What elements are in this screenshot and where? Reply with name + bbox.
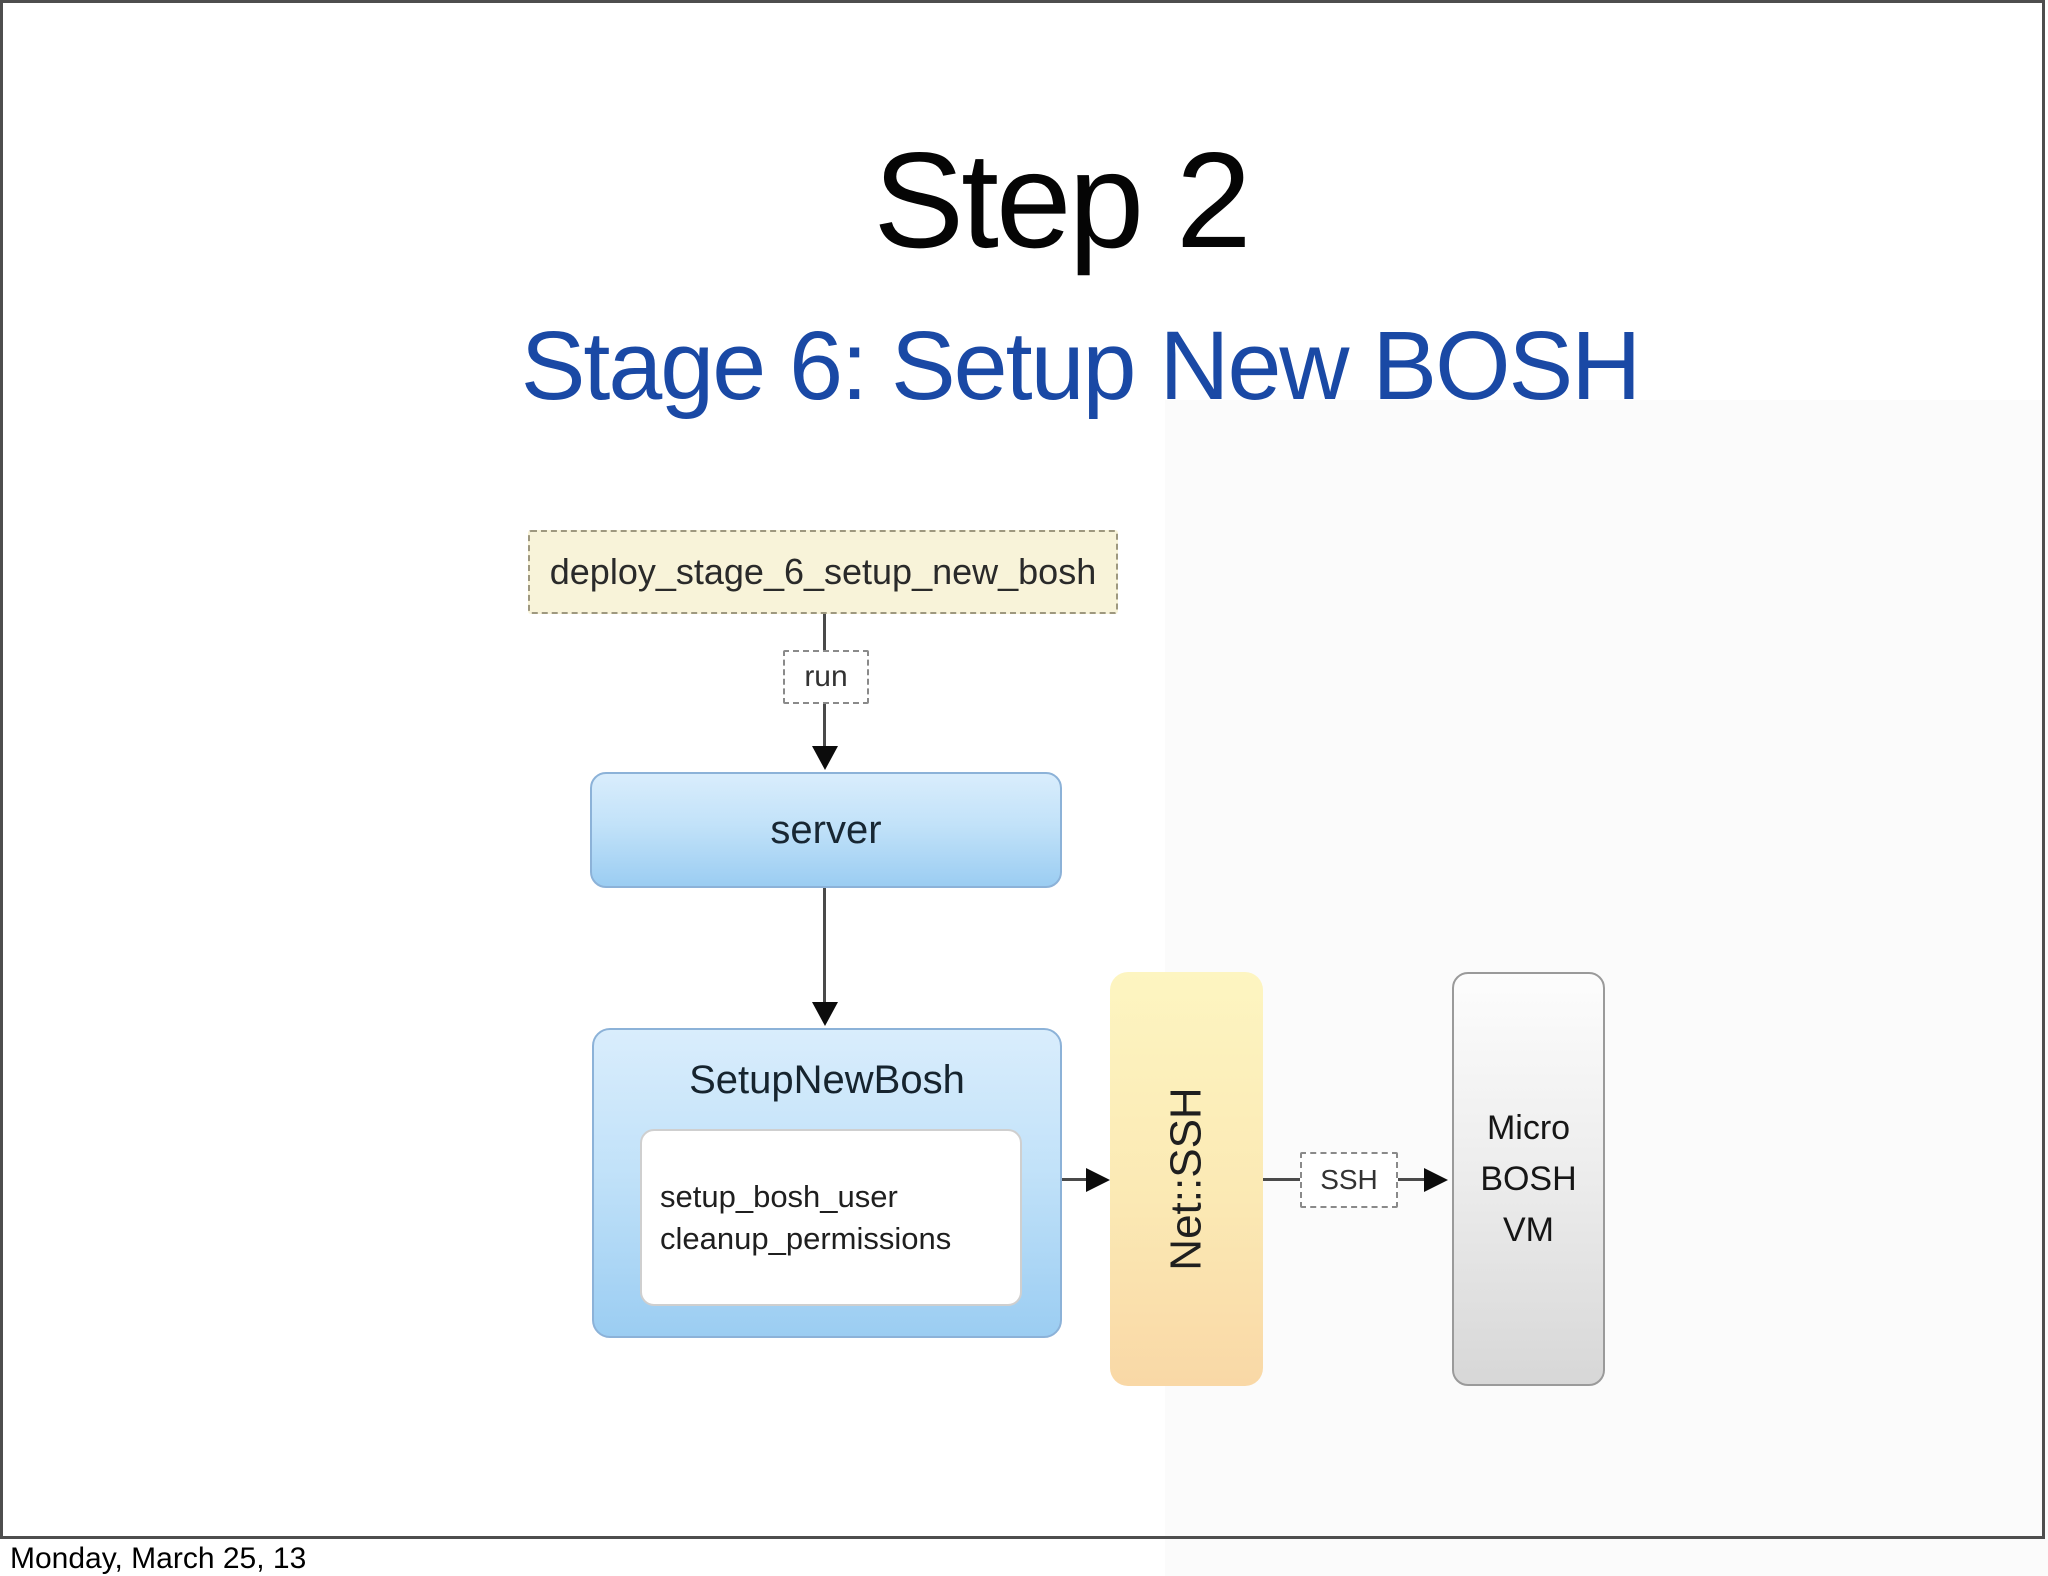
- slide-title: Step 2: [873, 124, 1251, 276]
- footer-timestamp: Monday, March 25, 13: [10, 1542, 307, 1575]
- edge-label-ssh: SSH: [1300, 1152, 1398, 1208]
- node-deploy-task: deploy_stage_6_setup_new_bosh: [528, 530, 1118, 614]
- node-deploy-task-label: deploy_stage_6_setup_new_bosh: [549, 551, 1097, 592]
- arrowhead-right-to-netssh-icon: [1086, 1168, 1110, 1192]
- node-server-label: server: [770, 807, 882, 852]
- connector-setup-to-netssh: [1062, 1178, 1088, 1181]
- node-setup-new-bosh-title: SetupNewBosh: [689, 1058, 965, 1102]
- edge-label-ssh-text: SSH: [1320, 1164, 1378, 1195]
- node-net-ssh-label: Net::SSH: [1161, 1087, 1211, 1271]
- connector-run-to-server: [823, 704, 826, 748]
- edge-label-run-text: run: [804, 660, 848, 693]
- node-server: server: [590, 772, 1062, 888]
- setup-tasks-panel: setup_bosh_user cleanup_permissions: [640, 1129, 1022, 1306]
- edge-label-run: run: [783, 650, 869, 704]
- node-setup-new-bosh: SetupNewBosh setup_bosh_user cleanup_per…: [592, 1028, 1062, 1338]
- arrowhead-down-to-setup-icon: [812, 1002, 838, 1026]
- connector-ssh-to-vm: [1398, 1178, 1424, 1181]
- connector-deploy-to-run: [823, 614, 826, 650]
- connector-netssh-to-ssh: [1263, 1178, 1300, 1181]
- arrowhead-right-to-vm-icon: [1424, 1168, 1448, 1192]
- slide-subtitle: Stage 6: Setup New BOSH: [520, 311, 1642, 420]
- node-micro-bosh-vm-label: Micro BOSH VM: [1480, 1108, 1577, 1249]
- node-micro-bosh-vm: Micro BOSH VM: [1452, 972, 1605, 1386]
- task-cleanup-permissions: cleanup_permissions: [660, 1220, 952, 1256]
- node-net-ssh: Net::SSH: [1110, 972, 1263, 1386]
- task-setup-bosh-user: setup_bosh_user: [660, 1178, 898, 1214]
- arrowhead-down-to-server-icon: [812, 746, 838, 770]
- connector-server-to-setup: [823, 888, 826, 1002]
- diagram-background-tint: [1165, 400, 2048, 1576]
